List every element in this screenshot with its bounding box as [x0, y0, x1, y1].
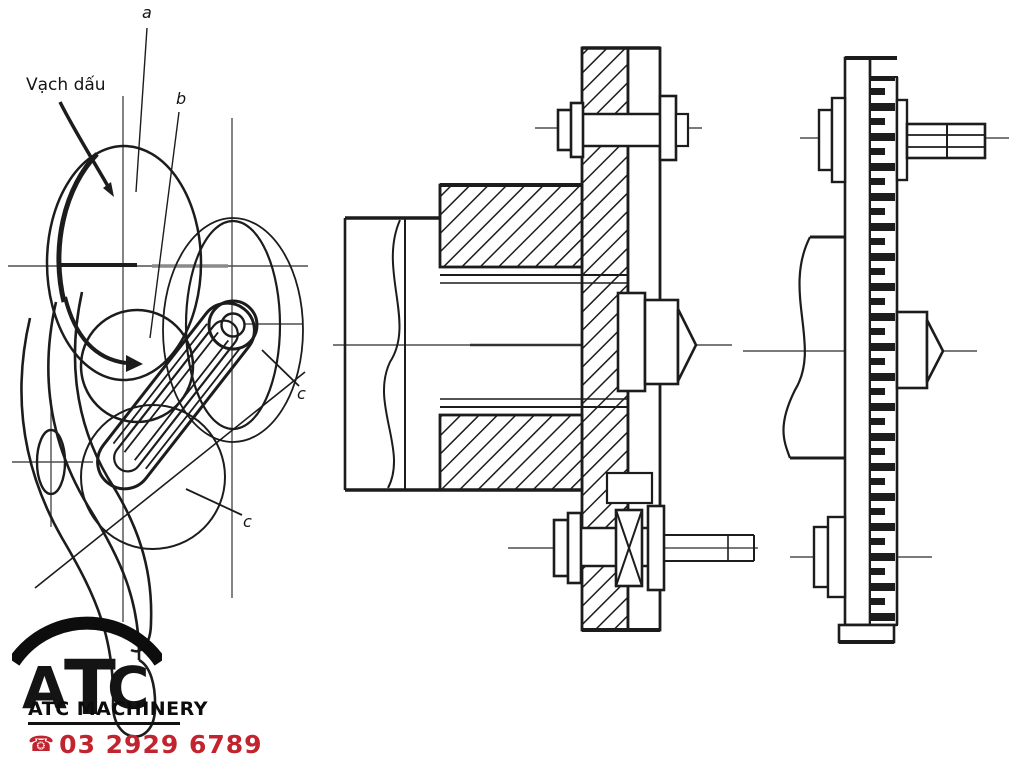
bore-lines — [440, 274, 628, 408]
flange-section-view — [333, 46, 758, 632]
cone-point — [895, 310, 945, 390]
arc-arrowhead — [126, 355, 143, 372]
brand-block: A C T ATC MACHINERY ☎ 03 2929 6789 — [12, 610, 262, 759]
company-name: ATC MACHINERY — [28, 698, 208, 725]
marking-arcs — [56, 152, 127, 365]
label-c-upper: c — [297, 384, 306, 403]
marking-note-label: Vạch dấu — [26, 74, 106, 95]
phone-number: 03 2929 6789 — [59, 730, 263, 759]
top-bolt-and-shaft — [817, 96, 987, 184]
marking-note-arrowhead — [103, 182, 114, 197]
atc-logo: A C T — [12, 616, 162, 732]
center-boss-cone — [616, 291, 698, 393]
mating-shaft-break — [782, 235, 845, 460]
centerlines — [8, 96, 308, 622]
gear-disc — [837, 56, 899, 644]
phone-row: ☎ 03 2929 6789 — [28, 730, 263, 759]
label-b: b — [176, 89, 186, 108]
shaft-sleeve — [343, 46, 660, 632]
bottom-bolt — [812, 515, 847, 599]
gear-circles — [35, 144, 304, 550]
logo-letter-c: C — [107, 654, 150, 722]
leader-lines — [34, 27, 306, 589]
hub-step — [605, 471, 654, 505]
marking-note-leader — [58, 101, 111, 189]
gear-side-view — [743, 56, 1009, 644]
slotted-link — [96, 301, 256, 491]
bottom-bolt — [552, 504, 755, 592]
top-bolt — [556, 94, 690, 162]
gear-marking-sketch-view: Vạch dấu a b c c — [8, 3, 308, 738]
label-c-lower: c — [243, 512, 252, 531]
logo-letter-t: T — [64, 643, 116, 732]
label-a: a — [142, 3, 152, 22]
phone-receiver-icon: ☎ — [28, 732, 55, 756]
hook-outline — [20, 291, 157, 738]
logo-arc — [12, 616, 162, 666]
logo-letter-a: A — [22, 654, 67, 722]
